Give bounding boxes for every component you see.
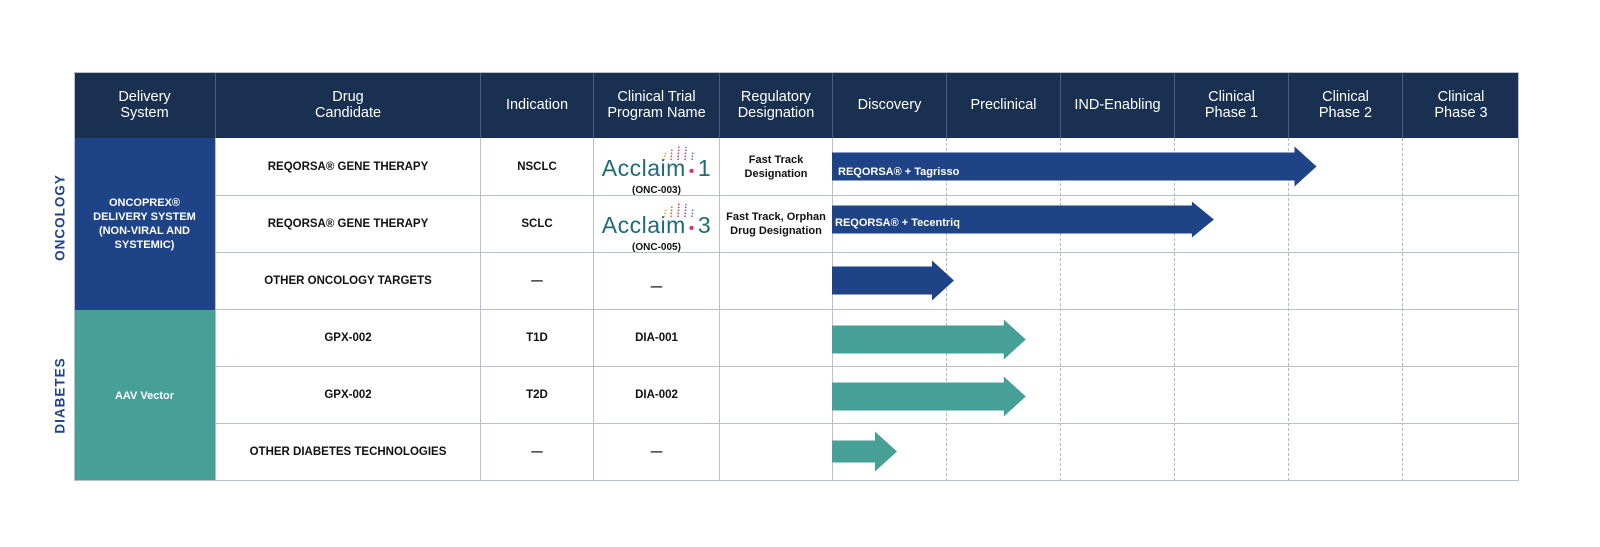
delivery-oncoprex: ONCOPREX® DELIVERY SYSTEM (NON-VIRAL AND… (74, 138, 215, 310)
arrow-label-tecentriq: REQORSA® + Tecentriq (835, 217, 960, 229)
row-divider (215, 423, 1519, 424)
indication: T1D (526, 331, 548, 344)
acclaim-1-logo: Acclaim•1 (ONC-003) (594, 144, 719, 196)
col-divider (480, 138, 481, 481)
drug-candidate: GPX-002 (324, 331, 372, 344)
indication: NSCLC (517, 160, 557, 173)
progress-arrow (832, 376, 1026, 417)
indication: SCLC (521, 217, 553, 230)
col-divider (832, 138, 833, 481)
sparkle-icon (663, 144, 694, 161)
drug-candidate: OTHER DIABETES TECHNOLOGIES (249, 446, 447, 458)
trial-name: — (650, 280, 663, 293)
drug-candidate: OTHER ONCOLOGY TARGETS (264, 274, 432, 287)
header-preclinical: Preclinical (947, 72, 1061, 138)
progress-arrow (832, 431, 897, 472)
group-label-oncology: ONCOLOGY (52, 174, 68, 261)
trial-name: — (650, 446, 663, 458)
drug-candidate: REQORSA® GENE THERAPY (267, 160, 429, 173)
header-regulatory: Regulatory Designation (720, 72, 833, 138)
header-phase3: Clinical Phase 3 (1403, 72, 1519, 138)
header-discovery: Discovery (833, 72, 947, 138)
arrow-label-tagrisso: REQORSA® + Tagrisso (838, 166, 960, 178)
trial-name: DIA-002 (635, 388, 678, 401)
row-divider (215, 366, 1519, 367)
header-drug-candidate: Drug Candidate (216, 72, 481, 138)
sparkle-icon (663, 201, 694, 218)
stage-divider (1288, 138, 1289, 481)
indication: — (531, 274, 543, 287)
header-delivery-system: Delivery System (74, 72, 216, 138)
pipeline-table: Delivery System Drug Candidate Indicatio… (74, 72, 1519, 481)
acclaim-3-logo: Acclaim•3 (ONC-005) (594, 201, 719, 253)
trial-name: DIA-001 (635, 331, 678, 344)
stage-divider (946, 138, 947, 481)
header-phase2: Clinical Phase 2 (1289, 72, 1403, 138)
stage-divider (1060, 138, 1061, 481)
progress-arrow (832, 260, 954, 301)
progress-arrow (832, 319, 1026, 360)
row-divider (215, 309, 1519, 310)
col-divider (719, 138, 720, 481)
header-indication: Indication (481, 72, 594, 138)
col-divider (215, 138, 216, 481)
indication: — (531, 446, 543, 458)
header-phase1: Clinical Phase 1 (1175, 72, 1289, 138)
col-divider (593, 138, 594, 481)
drug-candidate: REQORSA® GENE THERAPY (267, 217, 429, 230)
regulatory-designation: Fast Track, Orphan Drug Designation (726, 210, 826, 237)
header-clinical-trial: Clinical Trial Program Name (594, 72, 720, 138)
row-divider (215, 195, 1519, 196)
regulatory-designation: Fast Track Designation (744, 153, 808, 180)
delivery-aav-vector: AAV Vector (74, 310, 215, 481)
stage-divider (1402, 138, 1403, 481)
header-ind-enabling: IND-Enabling (1061, 72, 1175, 138)
group-label-diabetes: DIABETES (52, 357, 68, 434)
stage-divider (1174, 138, 1175, 481)
row-divider (215, 252, 1519, 253)
drug-candidate: GPX-002 (324, 388, 372, 401)
indication: T2D (526, 388, 548, 401)
